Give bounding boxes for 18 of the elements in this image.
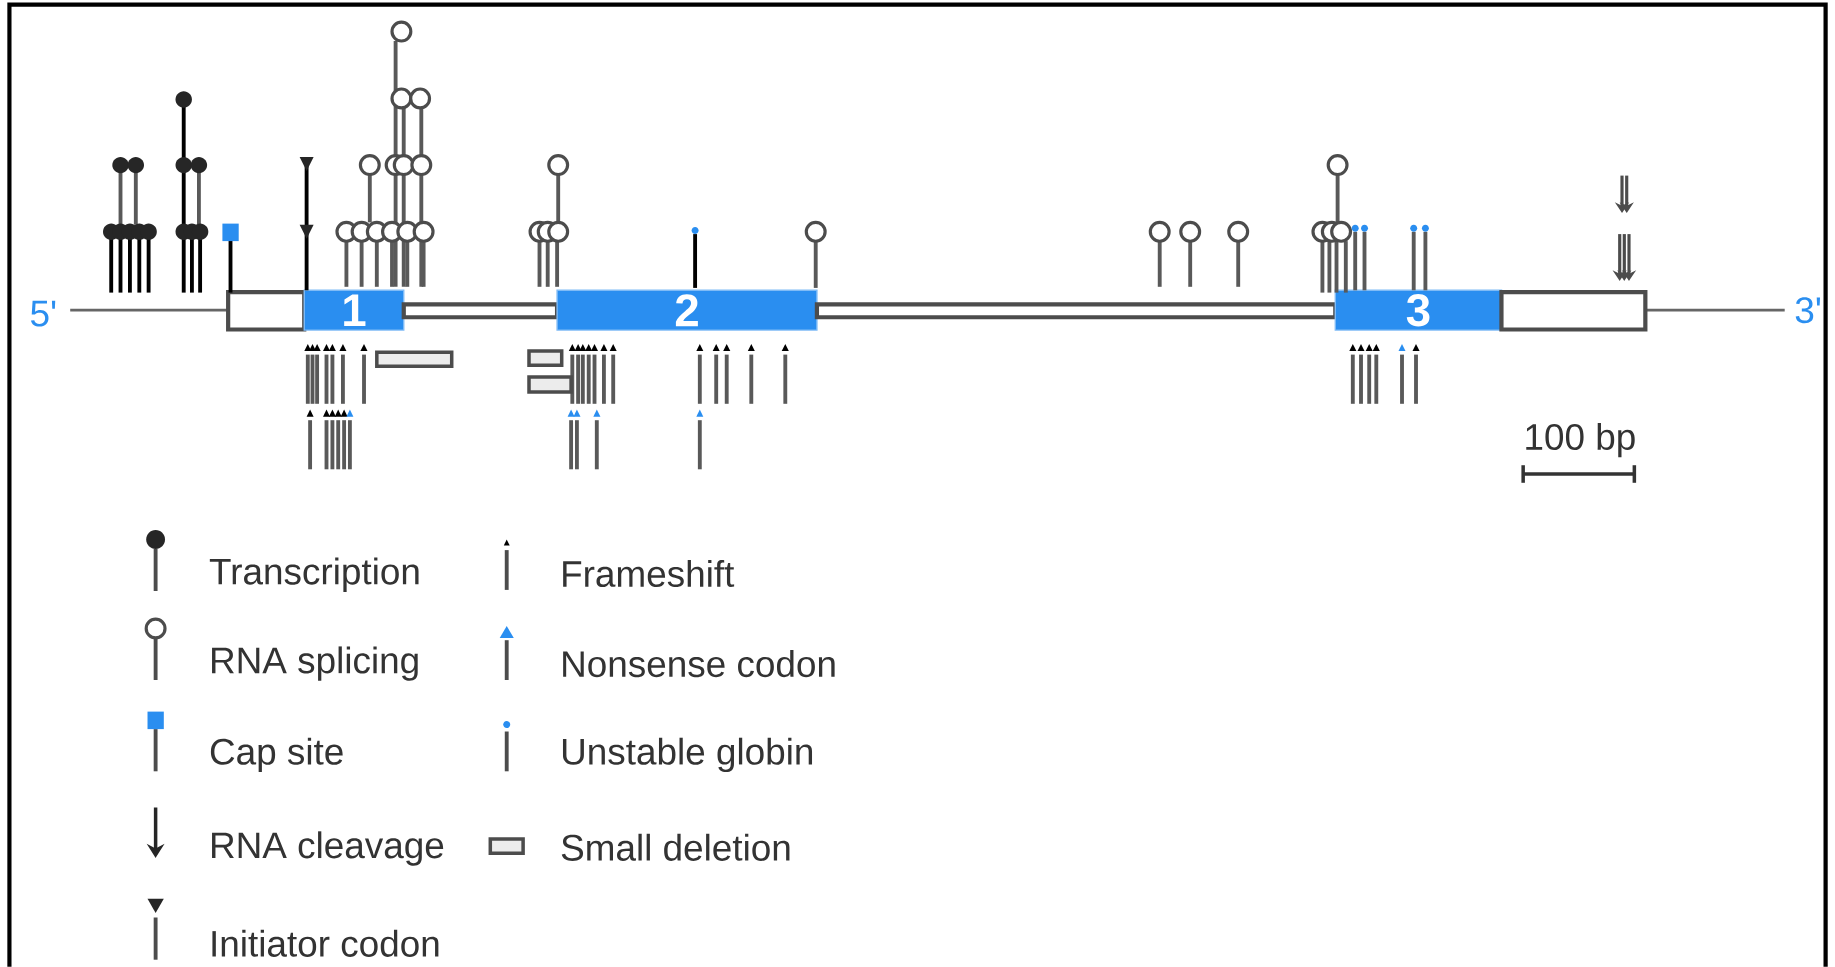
intron-bar <box>814 302 1338 320</box>
label-text: 3' <box>1795 297 1820 324</box>
exon-box: 1 <box>303 289 405 331</box>
utr-box <box>1499 290 1648 332</box>
utr-box <box>226 290 307 332</box>
legend-label: Unstable globin <box>563 737 812 773</box>
legend-label: Transcription <box>209 557 419 593</box>
label-text: 5' <box>31 301 56 327</box>
exon-box: 2 <box>556 289 818 331</box>
legend-label: Frameshift <box>563 560 735 588</box>
legend-label: Cap site <box>210 737 343 773</box>
legend-label: Nonsense codon <box>563 650 835 678</box>
exon-box: 3 <box>1334 289 1503 331</box>
legend-label: Small deletion <box>561 833 790 861</box>
scale-label: 100 bp <box>1526 423 1635 458</box>
legend-label: RNA cleavage <box>212 831 444 866</box>
legend-label: Initiator codon <box>212 929 439 957</box>
legend-label: RNA splicing <box>212 646 418 681</box>
